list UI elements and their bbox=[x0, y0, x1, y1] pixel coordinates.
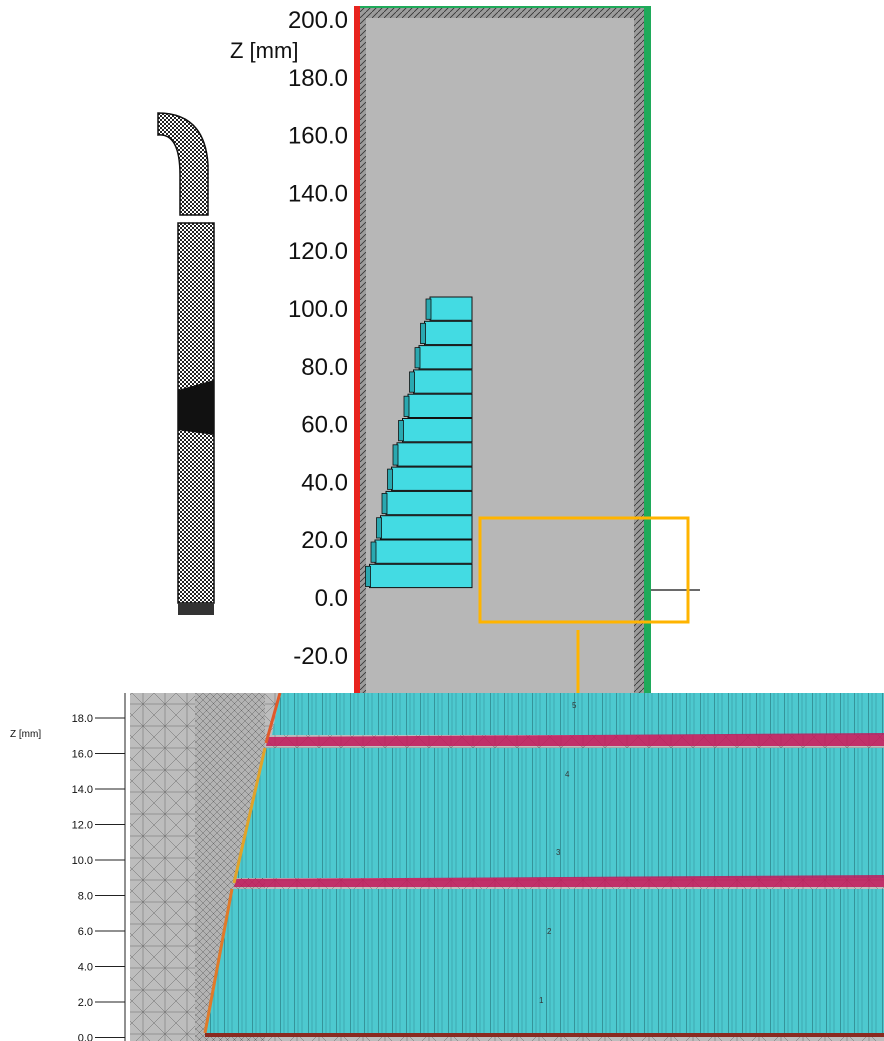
interface-edge-middle bbox=[232, 747, 267, 884]
z-tick-label: 20.0 bbox=[301, 527, 348, 554]
profile-hook bbox=[157, 112, 209, 216]
z-tick-label: 200.0 bbox=[288, 7, 348, 34]
z-axis-title: Z [mm] bbox=[230, 38, 298, 63]
coil-layer-edge bbox=[381, 492, 388, 515]
coil-layer-edge bbox=[387, 468, 393, 490]
coil-stack bbox=[365, 296, 473, 589]
coil-layer-block bbox=[396, 442, 473, 467]
zoom-tick-label: 8.0 bbox=[78, 891, 93, 903]
zoom-tick-label: 2.0 bbox=[78, 997, 93, 1009]
coil-layer-block bbox=[407, 393, 473, 419]
coil-region-middle bbox=[235, 748, 884, 878]
zoom-z-axis-title: Z [mm] bbox=[10, 729, 41, 740]
coil-layer-edge bbox=[398, 420, 404, 442]
z-tick-label: 100.0 bbox=[288, 296, 348, 323]
z-tick-label: 140.0 bbox=[288, 180, 348, 207]
coil-layer-block bbox=[391, 466, 473, 491]
z-tick-label: -20.0 bbox=[293, 643, 348, 670]
interface-band-lower bbox=[234, 875, 884, 887]
coil-layer-block bbox=[429, 296, 473, 321]
profile-sketch bbox=[157, 112, 215, 615]
zoom-tick-label: 6.0 bbox=[78, 926, 93, 938]
top-boundary-hatch bbox=[358, 6, 644, 18]
interface-band-upper bbox=[266, 733, 884, 746]
coil-layer-block bbox=[369, 563, 473, 589]
zoom-tick-label: 0.0 bbox=[78, 1033, 93, 1041]
coil-layer-block bbox=[418, 345, 473, 370]
region-number-3: 3 bbox=[556, 848, 561, 857]
interface-edge-upper bbox=[264, 693, 282, 744]
coil-layer-block bbox=[402, 418, 473, 443]
top-boundary-edge bbox=[358, 6, 644, 8]
region-number-2: 2 bbox=[547, 927, 552, 936]
region-number-4: 4 bbox=[565, 770, 570, 779]
z-tick-label: 180.0 bbox=[288, 65, 348, 92]
coil-region-lower bbox=[205, 889, 884, 1035]
coil-layer-block bbox=[374, 539, 473, 564]
coil-layer-edge bbox=[414, 347, 421, 369]
left-wall-hatch bbox=[358, 12, 366, 700]
region-number-5: 5 bbox=[572, 701, 577, 710]
zoom-tick-label: 12.0 bbox=[72, 820, 93, 832]
coil-layer-block bbox=[424, 320, 473, 346]
zoom-z-axis-ticks: 18.0 16.0 14.0 12.0 10.0 8.0 6.0 4.0 2.0 0.0 bbox=[72, 713, 125, 1041]
z-axis-ticks: 200.0 180.0 160.0 140.0 120.0 100.0 80.0 60.0 40… bbox=[288, 7, 348, 670]
coil-layer-block bbox=[385, 490, 473, 516]
right-boundary-line bbox=[644, 6, 651, 700]
z-tick-label: 0.0 bbox=[315, 585, 348, 612]
z-tick-label: 120.0 bbox=[288, 238, 348, 265]
profile-dark-band bbox=[178, 380, 214, 435]
coil-layer-edge bbox=[392, 444, 399, 466]
interface-edge-lower bbox=[203, 888, 234, 1034]
coil-layer-edge bbox=[403, 395, 410, 417]
zoom-tick-label: 14.0 bbox=[72, 784, 93, 796]
coil-layer-edge bbox=[365, 565, 371, 587]
simulation-geometry-view: 200.0 180.0 160.0 140.0 120.0 100.0 80.0 60.0 40… bbox=[230, 6, 700, 700]
region-number-1: 1 bbox=[539, 996, 544, 1005]
profile-foot bbox=[178, 603, 214, 615]
z-tick-label: 160.0 bbox=[288, 123, 348, 150]
z-tick-label: 80.0 bbox=[301, 354, 348, 381]
coil-layer-edge bbox=[425, 298, 432, 320]
coil-layer-edge bbox=[376, 517, 382, 539]
coil-layer-edge bbox=[370, 541, 377, 563]
coil-layer-block bbox=[413, 369, 473, 394]
zoom-tick-label: 4.0 bbox=[78, 962, 93, 974]
zoom-tick-label: 18.0 bbox=[72, 713, 93, 725]
zoom-tick-label: 16.0 bbox=[72, 749, 93, 761]
z-tick-label: 40.0 bbox=[301, 469, 348, 496]
zoom-tick-label: 10.0 bbox=[72, 855, 93, 867]
zoomed-mesh-view: 5 4 3 2 1 18.0 16.0 14.0 12.0 10.0 8.0 6.0 4.0 2… bbox=[10, 693, 884, 1041]
coil-layer-edge bbox=[420, 322, 426, 344]
z-tick-label: 60.0 bbox=[301, 412, 348, 439]
highlight-box bbox=[478, 516, 690, 624]
coil-region-upper bbox=[272, 693, 884, 735]
left-boundary-line bbox=[354, 6, 360, 700]
domain-body bbox=[358, 12, 644, 700]
coil-layer-block bbox=[380, 515, 473, 540]
coil-layer-edge bbox=[409, 371, 415, 393]
right-wall-hatch bbox=[634, 12, 644, 700]
